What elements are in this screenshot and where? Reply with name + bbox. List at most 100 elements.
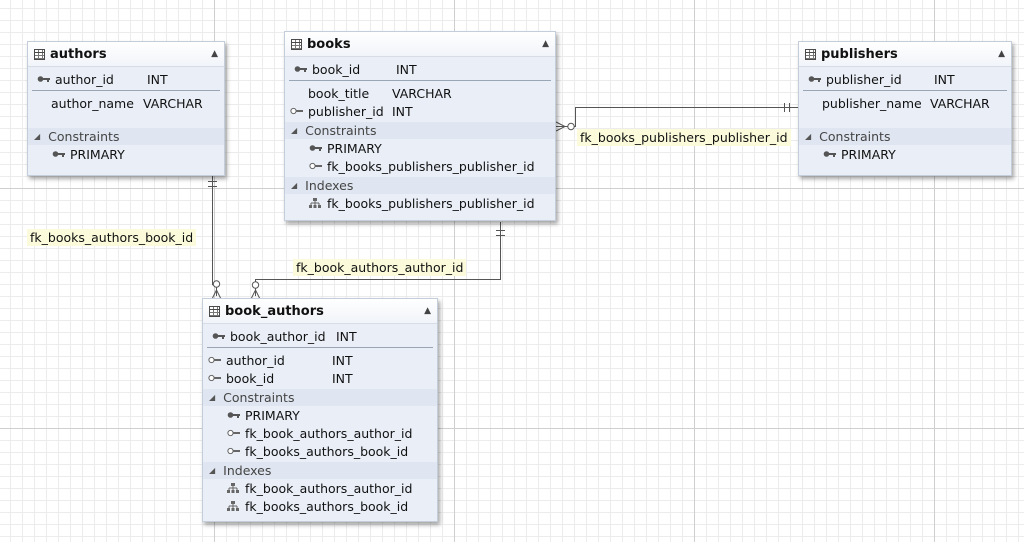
book-authors-constraint-fk-author[interactable]: fk_book_authors_author_id — [203, 424, 437, 442]
section-label: Constraints — [223, 390, 295, 405]
book-authors-index-author[interactable]: fk_book_authors_author_id — [203, 479, 437, 497]
primary-key-icon — [823, 150, 841, 158]
foreign-key-icon — [227, 447, 245, 455]
table-publishers[interactable]: publishers ▲ publisher_id INT publisher_… — [798, 41, 1012, 176]
publishers-column-row[interactable]: publisher_name VARCHAR — [799, 94, 1011, 112]
column-name: author_id — [226, 352, 285, 368]
collapse-section-icon[interactable]: ◢ — [805, 132, 812, 141]
index-icon — [227, 500, 245, 512]
collapse-section-icon[interactable]: ◢ — [209, 466, 216, 475]
constraint-name: PRIMARY — [245, 407, 300, 423]
index-name: fk_book_authors_author_id — [245, 480, 413, 496]
section-label: Constraints — [48, 129, 120, 144]
column-type: INT — [392, 103, 413, 119]
publishers-constraints-section[interactable]: ◢ Constraints — [799, 128, 1011, 145]
table-icon — [34, 48, 45, 60]
books-pk-row[interactable]: book_id INT — [289, 60, 551, 81]
relationship-label-books-publishers[interactable]: fk_books_publishers_publisher_id — [577, 129, 791, 146]
column-type: INT — [396, 61, 417, 77]
books-constraint-primary[interactable]: PRIMARY — [285, 139, 555, 157]
book-authors-column-row[interactable]: author_id INT — [203, 351, 437, 369]
column-name: publisher_name — [822, 95, 922, 111]
constraint-name: PRIMARY — [841, 146, 896, 162]
books-indexes-section[interactable]: ◢ Indexes — [285, 177, 555, 194]
section-label: Constraints — [819, 129, 891, 144]
column-type: VARCHAR — [392, 85, 452, 101]
column-name: author_id — [55, 71, 114, 87]
collapse-arrow-icon[interactable]: ▲ — [542, 39, 549, 49]
book-authors-pk-row[interactable]: book_author_id INT — [207, 327, 433, 348]
column-type: INT — [934, 71, 955, 87]
book-authors-optional-mark-1 — [212, 280, 221, 288]
collapse-section-icon[interactable]: ◢ — [291, 181, 298, 190]
constraint-name: fk_book_authors_author_id — [245, 425, 413, 441]
link-books-publishers — [556, 107, 800, 127]
book-authors-indexes-section[interactable]: ◢ Indexes — [203, 462, 437, 479]
books-constraints-section[interactable]: ◢ Constraints — [285, 122, 555, 139]
books-many-mark — [555, 121, 567, 132]
collapse-section-icon[interactable]: ◢ — [291, 126, 298, 135]
foreign-key-icon — [290, 107, 308, 115]
publishers-constraint-primary[interactable]: PRIMARY — [799, 145, 1011, 163]
collapse-arrow-icon[interactable]: ▲ — [211, 49, 218, 59]
constraint-name: PRIMARY — [70, 146, 125, 162]
column-name: publisher_id — [308, 103, 384, 119]
table-authors[interactable]: authors ▲ author_id INT author_name VARC… — [27, 41, 225, 176]
table-authors-header[interactable]: authors ▲ — [28, 42, 224, 67]
primary-key-icon — [52, 150, 70, 158]
books-optional-mark — [567, 122, 575, 131]
books-column-row[interactable]: book_title VARCHAR — [285, 84, 555, 102]
column-type: INT — [336, 328, 357, 344]
column-name: book_title — [308, 85, 370, 101]
book-authors-constraint-fk-book[interactable]: fk_books_authors_book_id — [203, 442, 437, 460]
index-name: fk_books_publishers_publisher_id — [327, 195, 535, 211]
section-label: Indexes — [305, 178, 354, 193]
book-authors-column-row[interactable]: book_id INT — [203, 369, 437, 387]
books-index-row[interactable]: fk_books_publishers_publisher_id — [285, 194, 555, 212]
table-authors-title: authors — [50, 46, 107, 62]
primary-key-icon — [294, 65, 312, 73]
column-type: INT — [332, 370, 353, 386]
books-constraint-fk[interactable]: fk_books_publishers_publisher_id — [285, 157, 555, 175]
collapse-arrow-icon[interactable]: ▲ — [998, 49, 1005, 59]
collapse-arrow-icon[interactable]: ▲ — [424, 306, 431, 316]
book-authors-optional-mark-2 — [251, 281, 260, 289]
column-name: book_id — [312, 61, 361, 77]
foreign-key-icon — [309, 162, 327, 170]
book-authors-constraint-primary[interactable]: PRIMARY — [203, 406, 437, 424]
table-book-authors[interactable]: book_authors ▲ book_author_id INT author… — [202, 298, 438, 522]
primary-key-icon — [37, 75, 55, 83]
index-icon — [309, 197, 327, 209]
table-book-authors-header[interactable]: book_authors ▲ — [203, 299, 437, 324]
authors-constraints-section[interactable]: ◢ Constraints — [28, 128, 224, 145]
authors-column-row[interactable]: author_name VARCHAR — [28, 94, 224, 112]
book-authors-many-mark-2 — [250, 288, 261, 300]
column-name: book_author_id — [230, 328, 326, 344]
authors-constraint-primary[interactable]: PRIMARY — [28, 145, 224, 163]
collapse-section-icon[interactable]: ◢ — [34, 132, 41, 141]
constraint-name: fk_books_publishers_publisher_id — [327, 158, 535, 174]
book-authors-index-book[interactable]: fk_books_authors_book_id — [203, 497, 437, 515]
relationship-label-book-authors-author[interactable]: fk_book_authors_author_id — [293, 259, 467, 276]
table-publishers-title: publishers — [821, 46, 898, 62]
table-icon — [209, 305, 220, 317]
foreign-key-icon — [208, 356, 226, 364]
relationship-label-books-authors-book[interactable]: fk_books_authors_book_id — [27, 229, 197, 246]
constraint-name: fk_books_authors_book_id — [245, 443, 409, 459]
publishers-pk-row[interactable]: publisher_id INT — [803, 70, 1007, 91]
table-publishers-header[interactable]: publishers ▲ — [799, 42, 1011, 67]
collapse-section-icon[interactable]: ◢ — [209, 393, 216, 402]
book-authors-constraints-section[interactable]: ◢ Constraints — [203, 389, 437, 406]
column-name: book_id — [226, 370, 275, 386]
authors-pk-row[interactable]: author_id INT — [32, 70, 220, 91]
primary-key-icon — [227, 411, 245, 419]
column-name: publisher_id — [826, 71, 902, 87]
table-books[interactable]: books ▲ book_id INT book_title VARCHAR p… — [284, 31, 556, 221]
column-type: VARCHAR — [930, 95, 990, 111]
table-books-header[interactable]: books ▲ — [285, 32, 555, 57]
primary-key-icon — [808, 75, 826, 83]
section-label: Indexes — [223, 463, 272, 478]
table-icon — [805, 48, 816, 60]
books-column-row[interactable]: publisher_id INT — [285, 102, 555, 120]
